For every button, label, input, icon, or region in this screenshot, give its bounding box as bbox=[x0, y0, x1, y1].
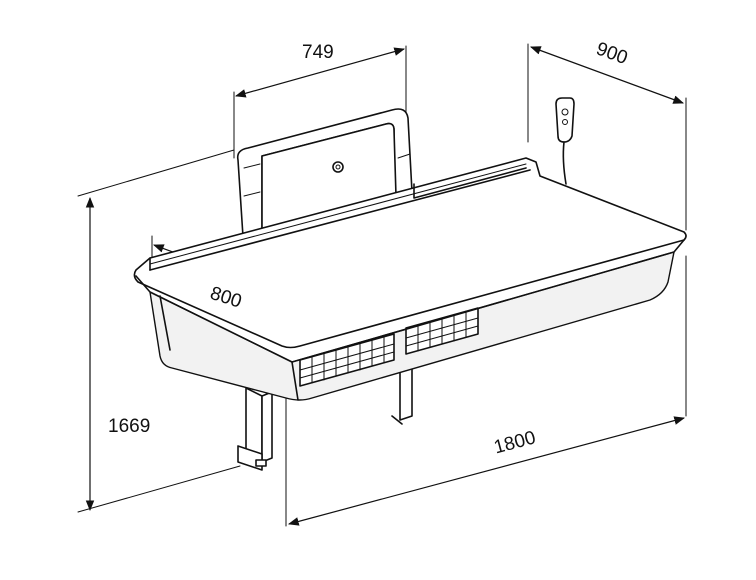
wall-post bbox=[237, 365, 413, 471]
dim-label-749: 749 bbox=[302, 42, 334, 63]
backrest bbox=[236, 108, 413, 253]
hand-control bbox=[555, 97, 575, 185]
dim-line-749 bbox=[234, 47, 406, 98]
table-top bbox=[133, 157, 687, 363]
dim-line-1800 bbox=[287, 416, 686, 526]
dim-line-900 bbox=[529, 46, 685, 104]
dim-label-900: 900 bbox=[593, 38, 630, 69]
dim-label-1800: 1800 bbox=[492, 427, 538, 458]
dim-label-1669: 1669 bbox=[108, 416, 150, 437]
dimension-labels: 749 900 800 1669 1800 bbox=[108, 38, 630, 458]
